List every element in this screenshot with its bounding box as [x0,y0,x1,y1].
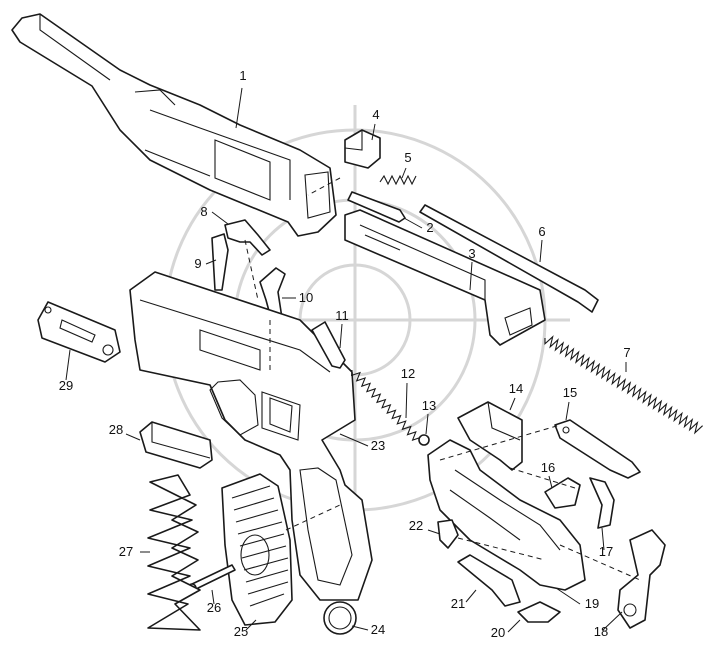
callout-17: 17 [599,544,613,559]
part-16 [544,477,581,509]
part-15 [554,419,641,479]
callout-26: 26 [207,600,221,615]
part-rear-block [344,129,381,169]
leader-line-6 [539,239,543,263]
leader-line-19 [555,587,581,605]
leader-line-16 [548,475,553,489]
callout-10: 10 [299,290,313,305]
leader-line-5 [401,167,407,179]
callout-7: 7 [623,345,630,360]
part-floorplate [37,301,121,363]
callout-24: 24 [371,622,385,637]
callout-9: 9 [194,256,201,271]
part-13 [418,434,430,446]
callout-1: 1 [239,68,246,83]
part-18 [617,529,666,629]
callout-2: 2 [426,220,433,235]
callout-22: 22 [409,518,423,533]
part-9 [211,233,229,291]
part-spring-12 [350,369,422,441]
leader-line-26 [211,589,215,605]
leader-line-1 [235,87,243,129]
assembly-guide-lines [244,177,641,581]
part-bolt [344,209,546,346]
part-magazine-follower [139,421,213,469]
callout-3: 3 [468,246,475,261]
leader-line-12 [405,382,408,419]
part-11 [311,321,346,369]
leader-line-22 [427,529,441,535]
callout-21: 21 [451,596,465,611]
leader-line-15 [565,401,570,421]
callout-11: 11 [335,308,349,323]
callout-15: 15 [563,385,577,400]
callout-28: 28 [109,422,123,437]
part-17 [589,477,615,529]
part-grip-panel [221,473,293,626]
callout-20: 20 [491,625,505,640]
part-21 [457,554,521,607]
leader-line-18 [602,611,623,631]
part-pin-2 [347,191,406,223]
leader-line-2 [403,217,423,229]
leader-line-23 [339,433,369,447]
callout-25: 25 [234,624,248,639]
callout-8: 8 [200,204,207,219]
leader-line-8 [211,211,229,225]
callout-12: 12 [401,366,415,381]
leader-line-11 [339,323,343,349]
callout-4: 4 [372,107,379,122]
callout-16: 16 [541,460,555,475]
leader-line-17 [601,527,605,551]
leader-line-25 [245,619,257,631]
callout-13: 13 [422,398,436,413]
callout-29: 29 [59,378,73,393]
callout-6: 6 [538,224,545,239]
part-20 [517,601,561,623]
part-recoil-spring [544,335,703,435]
leader-line-20 [507,619,521,633]
callout-19: 19 [585,596,599,611]
part-8 [224,219,271,256]
callout-23: 23 [371,438,385,453]
leader-line-14 [509,397,516,411]
part-lanyard-ring [323,601,357,635]
leader-line-13 [425,413,429,435]
callout-18: 18 [594,624,608,639]
callout-27: 27 [119,544,133,559]
part-barrel-receiver [11,13,337,237]
leader-line-24 [351,625,369,631]
leader-line-9 [205,259,217,265]
leader-line-29 [65,349,71,381]
leader-line-4 [371,123,376,141]
leader-line-28 [125,433,141,441]
part-small-spring [379,174,417,186]
part-14 [457,401,523,471]
part-hammer-10 [259,267,286,323]
part-magazine-spring [147,474,201,631]
part-firing-pin-rod [419,204,599,313]
callout-5: 5 [404,150,411,165]
part-22 [437,519,459,549]
leader-line-21 [465,589,477,603]
leader-line-3 [469,261,473,291]
callout-14: 14 [509,381,523,396]
